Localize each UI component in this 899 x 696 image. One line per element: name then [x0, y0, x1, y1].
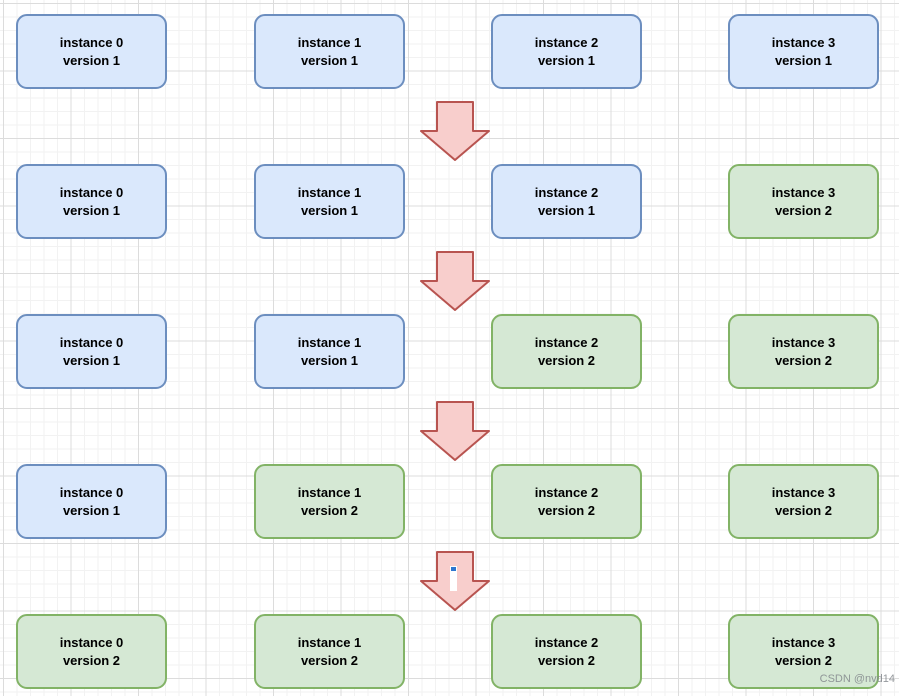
instance-box: instance 2 version 1 [491, 14, 642, 89]
version-label: version 1 [62, 502, 121, 518]
text-cursor-artifact [450, 566, 457, 591]
instance-label: instance 1 [297, 184, 362, 200]
instance-box: instance 0 version 1 [16, 14, 167, 89]
instance-box: instance 2 version 2 [491, 464, 642, 539]
instance-box: instance 0 version 1 [16, 164, 167, 239]
instance-label: instance 0 [59, 634, 124, 650]
instance-label: instance 1 [297, 334, 362, 350]
instance-label: instance 3 [771, 484, 836, 500]
instance-box: instance 3 version 2 [728, 614, 879, 689]
version-label: version 2 [774, 502, 833, 518]
instance-label: instance 1 [297, 34, 362, 50]
version-label: version 2 [537, 502, 596, 518]
instance-label: instance 3 [771, 334, 836, 350]
version-label: version 1 [537, 52, 596, 68]
version-label: version 1 [62, 52, 121, 68]
down-arrow-icon [420, 401, 490, 461]
version-label: version 1 [62, 202, 121, 218]
instance-label: instance 0 [59, 34, 124, 50]
down-arrow-icon [420, 101, 490, 161]
instance-label: instance 2 [534, 34, 599, 50]
version-label: version 2 [537, 352, 596, 368]
version-label: version 2 [774, 202, 833, 218]
version-label: version 1 [300, 202, 359, 218]
instance-box: instance 0 version 2 [16, 614, 167, 689]
version-label: version 2 [774, 352, 833, 368]
version-label: version 2 [774, 652, 833, 668]
instance-box: instance 2 version 1 [491, 164, 642, 239]
version-label: version 2 [62, 652, 121, 668]
instance-box: instance 0 version 1 [16, 464, 167, 539]
version-label: version 1 [300, 352, 359, 368]
instance-label: instance 1 [297, 634, 362, 650]
watermark: CSDN @nvd14 [819, 673, 895, 685]
instance-label: instance 0 [59, 184, 124, 200]
instance-box: instance 1 version 1 [254, 164, 405, 239]
instance-box: instance 3 version 2 [728, 464, 879, 539]
instance-box: instance 0 version 1 [16, 314, 167, 389]
instance-box: instance 3 version 2 [728, 314, 879, 389]
instance-label: instance 0 [59, 334, 124, 350]
instance-box: instance 3 version 2 [728, 164, 879, 239]
instance-label: instance 2 [534, 334, 599, 350]
version-label: version 1 [300, 52, 359, 68]
instance-box: instance 2 version 2 [491, 314, 642, 389]
instance-label: instance 2 [534, 484, 599, 500]
version-label: version 1 [62, 352, 121, 368]
instance-box: instance 1 version 1 [254, 314, 405, 389]
instance-box: instance 3 version 1 [728, 14, 879, 89]
down-arrow-icon [420, 251, 490, 311]
instance-box: instance 1 version 2 [254, 464, 405, 539]
instance-label: instance 3 [771, 184, 836, 200]
instance-label: instance 3 [771, 34, 836, 50]
instance-box: instance 1 version 2 [254, 614, 405, 689]
version-label: version 1 [774, 52, 833, 68]
instance-label: instance 2 [534, 184, 599, 200]
version-label: version 2 [300, 502, 359, 518]
instance-label: instance 2 [534, 634, 599, 650]
instance-label: instance 1 [297, 484, 362, 500]
instance-box: instance 2 version 2 [491, 614, 642, 689]
instance-label: instance 0 [59, 484, 124, 500]
version-label: version 1 [537, 202, 596, 218]
version-label: version 2 [537, 652, 596, 668]
instance-label: instance 3 [771, 634, 836, 650]
version-label: version 2 [300, 652, 359, 668]
instance-box: instance 1 version 1 [254, 14, 405, 89]
